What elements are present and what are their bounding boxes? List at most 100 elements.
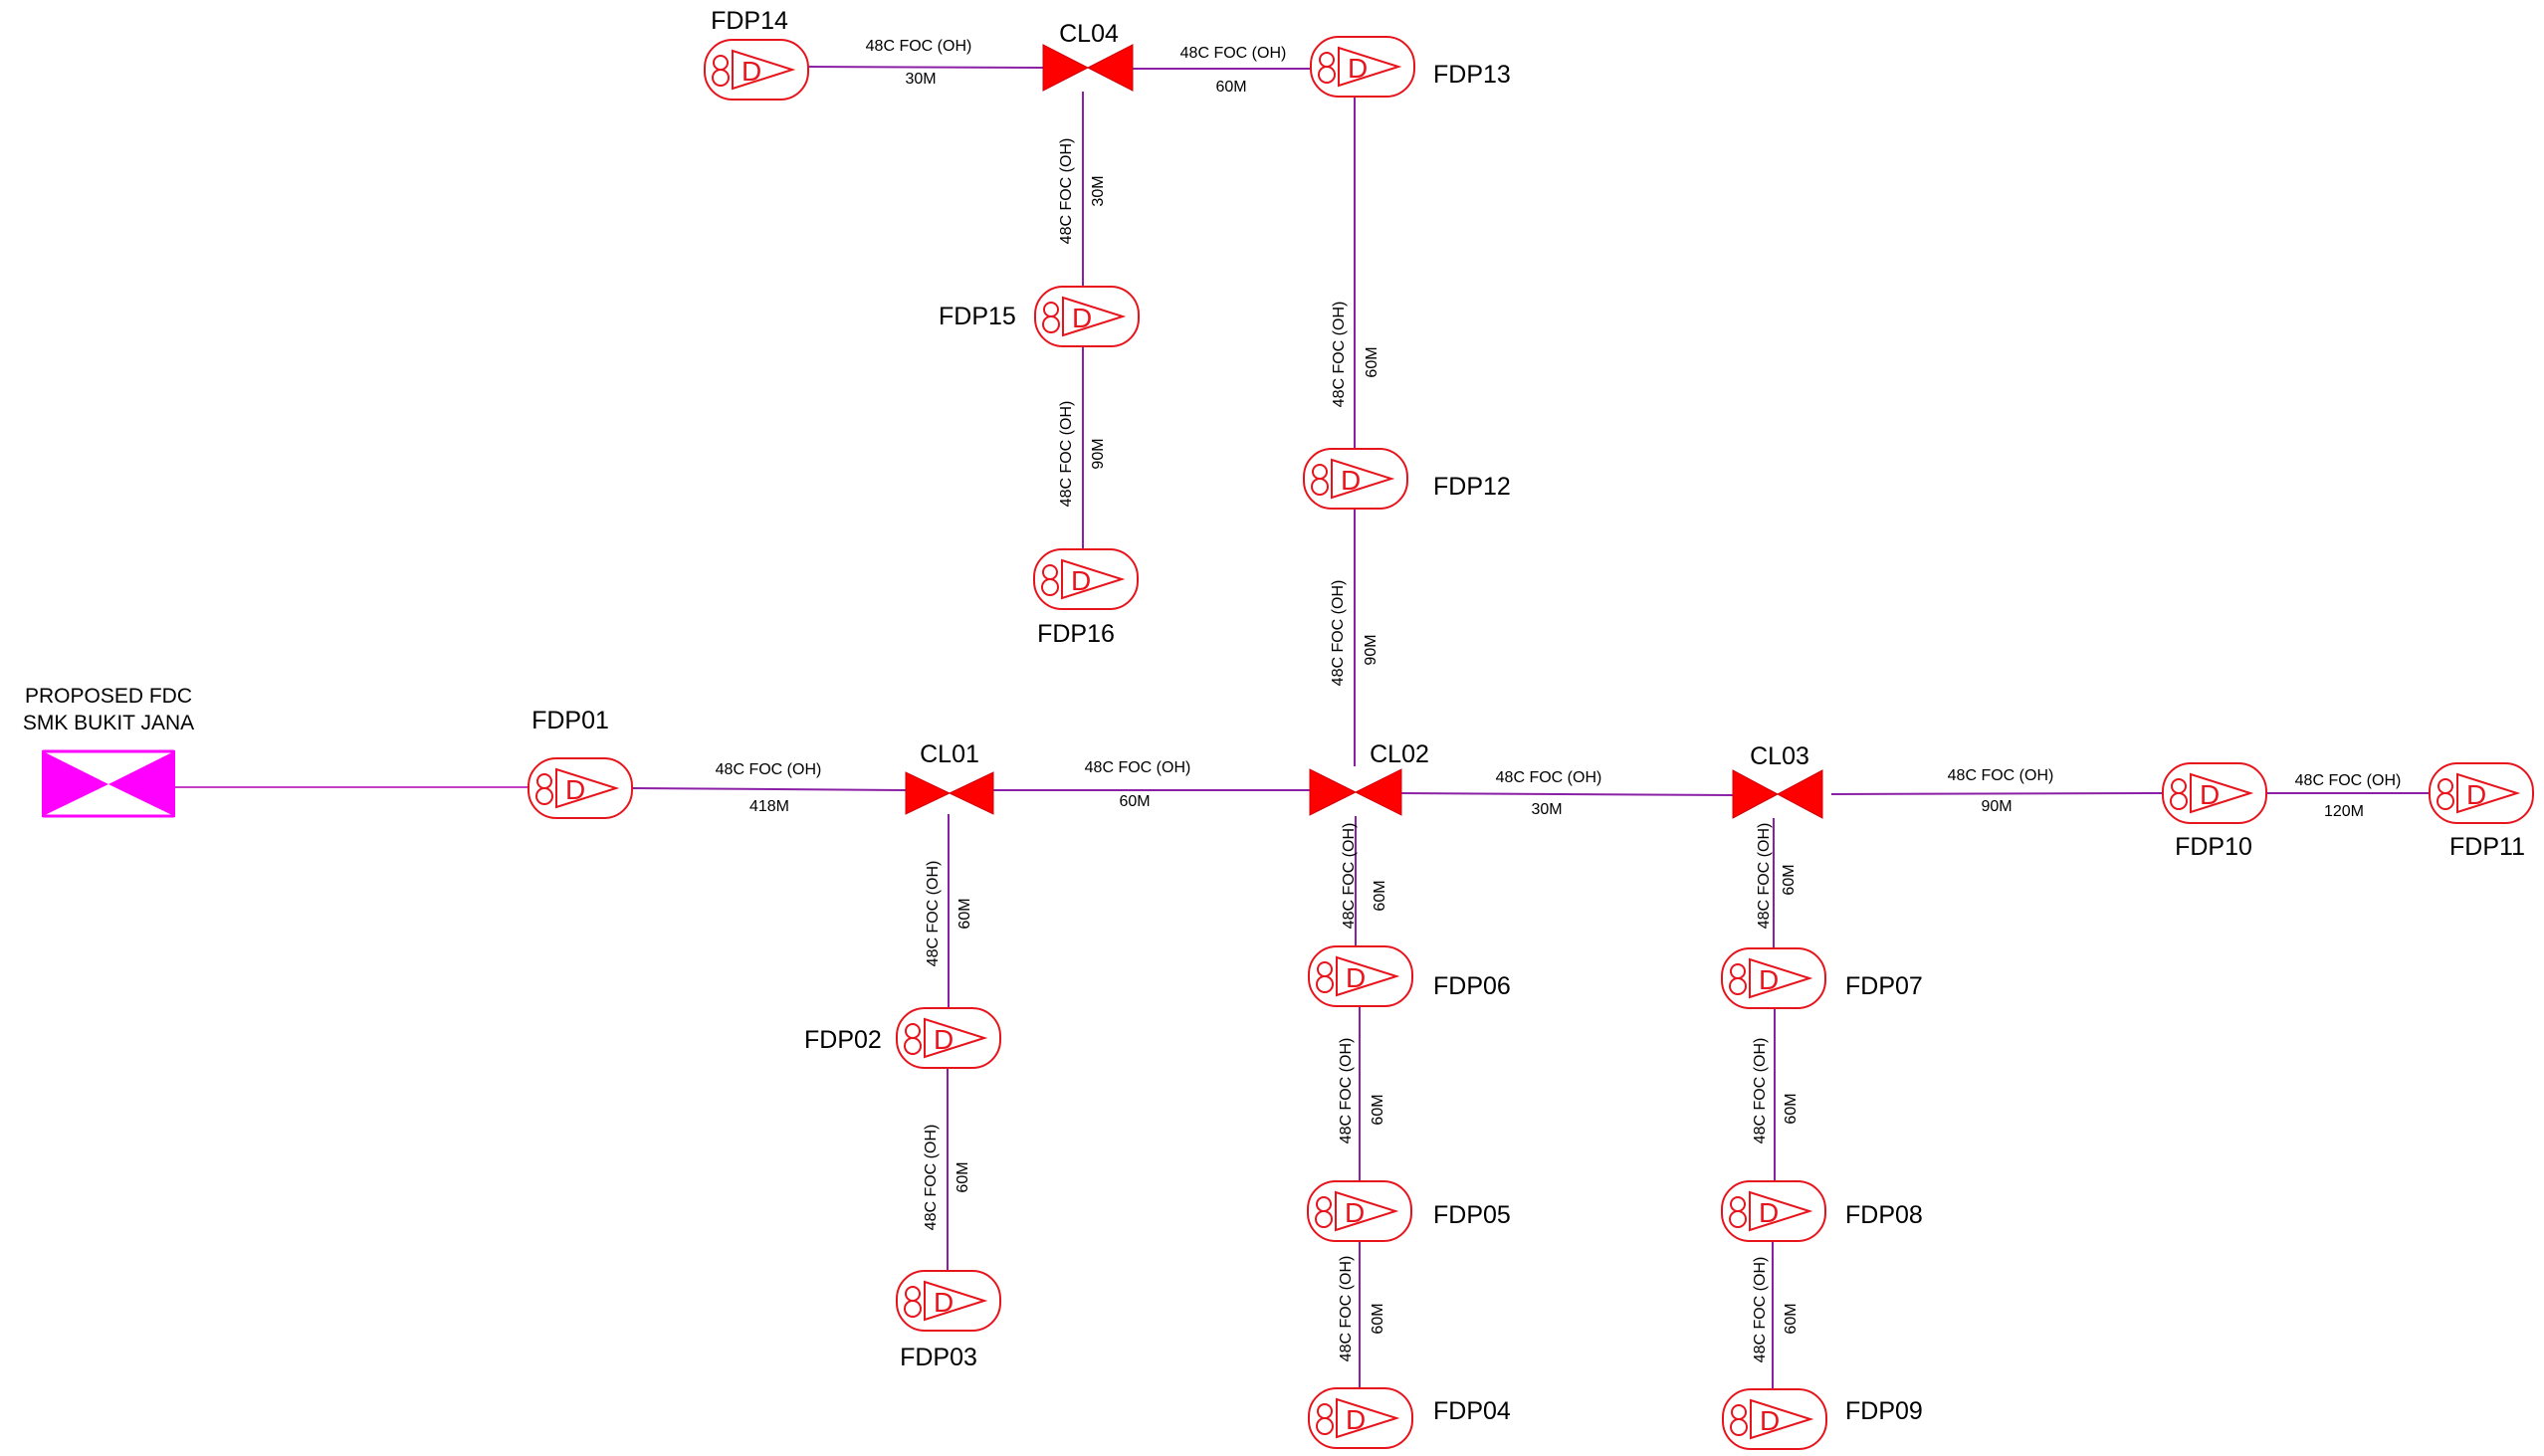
fdp-distribution-point-icon <box>2429 762 2534 824</box>
fdc-label-line1: PROPOSED FDC <box>25 685 192 708</box>
fdp-label: FDP16 <box>1037 620 1115 648</box>
cable-length-label: 60M <box>1370 1094 1386 1125</box>
closure-label: CL02 <box>1370 740 1429 768</box>
fdp-label: FDP06 <box>1433 972 1511 1000</box>
cable-type-label: 48C FOC (OH) <box>923 1125 940 1231</box>
fdp-node-fdp10[interactable]: FDP10 <box>2162 762 2267 861</box>
cable-type-label: 48C FOC (OH) <box>716 761 822 778</box>
closure-cl02[interactable]: CL02 <box>1309 740 1429 816</box>
closure-cl03[interactable]: CL03 <box>1732 742 1823 819</box>
cable-length-label: 60M <box>1783 1303 1800 1334</box>
fdc-label-line2: SMK BUKIT JANA <box>23 712 194 734</box>
fdp-node-fdp16[interactable]: FDP16 <box>1033 548 1139 648</box>
fdp-distribution-point-icon <box>1722 1388 1827 1450</box>
fdp-distribution-point-icon <box>1033 548 1139 610</box>
cable-length-label: 90M <box>1090 438 1107 469</box>
fdp-distribution-point-icon <box>704 39 809 101</box>
fdp-distribution-point-icon <box>1721 947 1826 1009</box>
cable-length-label: 90M <box>1363 634 1379 665</box>
closure-cl04[interactable]: CL04 <box>1042 20 1134 92</box>
bowtie-closure-icon <box>905 771 994 815</box>
fdc-cabinet-icon <box>42 749 175 818</box>
cable-length-label: 60M <box>1783 1093 1800 1124</box>
fdp-node-fdp06[interactable]: FDP06 <box>1308 945 1511 1007</box>
cable-type-label: 48C FOC (OH) <box>1338 1038 1355 1144</box>
fdp-label: FDP14 <box>711 7 788 35</box>
cable-length-label: 60M <box>1781 864 1798 895</box>
closure-label: CL01 <box>920 740 979 768</box>
bowtie-closure-icon <box>1309 768 1402 816</box>
fdp-label: FDP15 <box>939 303 1016 330</box>
cable-length-label: 30M <box>1090 175 1107 206</box>
fdp-node-fdp08[interactable]: FDP08 <box>1721 1180 1923 1242</box>
fdp-node-fdp01[interactable]: FDP01 <box>528 707 633 819</box>
cable-labels: 48C FOC (OH) 418M 48C FOC (OH) 60M 48C F… <box>716 38 2402 1362</box>
cable-length-label: 60M <box>1364 346 1380 377</box>
cable-type-label: 48C FOC (OH) <box>1948 767 2054 784</box>
fdp-node-fdp04[interactable]: FDP04 <box>1308 1387 1511 1449</box>
cable-type-label: 48C FOC (OH) <box>1341 823 1358 930</box>
cable-type-label: 48C FOC (OH) <box>1085 759 1191 776</box>
fdp-label: FDP02 <box>804 1026 882 1054</box>
cable-type-label: 48C FOC (OH) <box>866 38 972 55</box>
fdp-node-fdp02[interactable]: FDP02 <box>804 1007 1001 1069</box>
cable-length-label: 90M <box>1981 798 2012 815</box>
cable-length-label: 30M <box>905 71 936 88</box>
cable-type-label: 48C FOC (OH) <box>1058 138 1075 245</box>
fdp-label: FDP12 <box>1433 473 1511 501</box>
cable-length-label: 418M <box>749 798 789 815</box>
closure-label: CL03 <box>1750 742 1809 770</box>
cable-length-label: 60M <box>954 1161 971 1192</box>
cable-cl02-cl03 <box>1398 792 1735 796</box>
fdp-node-fdp12[interactable]: FDP12 <box>1303 448 1511 510</box>
cable-type-label: 48C FOC (OH) <box>1752 1038 1769 1144</box>
fdp-label: FDP13 <box>1433 61 1511 89</box>
cable-type-label: 48C FOC (OH) <box>1752 1257 1769 1363</box>
cable-type-label: 48C FOC (OH) <box>925 861 942 967</box>
fdp-distribution-point-icon <box>896 1007 1001 1069</box>
cable-length-label: 120M <box>2324 803 2364 820</box>
fdp-node-fdp14[interactable]: FDP14 <box>704 7 809 101</box>
cable-lines <box>174 66 2429 1390</box>
bowtie-closure-icon <box>1732 769 1823 819</box>
cable-type-label: 48C FOC (OH) <box>1338 1256 1355 1362</box>
cable-length-label: 60M <box>956 898 973 929</box>
fdp-node-fdp07[interactable]: FDP07 <box>1721 947 1923 1009</box>
fdp-distribution-point-icon <box>896 1270 1001 1332</box>
fdp-label: FDP11 <box>2449 833 2525 861</box>
fdp-label: FDP01 <box>531 707 609 734</box>
cable-type-label: 48C FOC (OH) <box>2295 772 2402 789</box>
fdp-distribution-point-icon <box>1310 36 1415 98</box>
fdp-distribution-point-icon <box>528 757 633 819</box>
closure-cl01[interactable]: CL01 <box>905 740 994 815</box>
fdp-distribution-point-icon <box>2162 762 2267 824</box>
fdp-node-fdp15[interactable]: FDP15 <box>939 286 1140 347</box>
cable-length-label: 60M <box>1215 79 1246 96</box>
bowtie-closure-icon <box>1042 44 1134 92</box>
fdp-node-fdp09[interactable]: FDP09 <box>1722 1388 1923 1450</box>
cable-type-label: 48C FOC (OH) <box>1180 45 1287 62</box>
cable-fdp01-cl01 <box>632 787 909 791</box>
fdp-node-fdp11[interactable]: FDP11 <box>2429 762 2534 861</box>
fdp-label: FDP08 <box>1845 1201 1923 1229</box>
fdp-distribution-point-icon <box>1034 286 1140 347</box>
cable-length-label: 30M <box>1531 801 1562 818</box>
fdp-label: FDP03 <box>900 1344 977 1371</box>
fdp-node-fdp05[interactable]: FDP05 <box>1307 1180 1511 1242</box>
fdp-label: FDP04 <box>1433 1397 1511 1425</box>
fdp-label: FDP09 <box>1845 1397 1923 1425</box>
cable-cl03-fdp10 <box>1830 792 2163 795</box>
cable-length-label: 60M <box>1372 880 1388 911</box>
fdp-label: FDP05 <box>1433 1201 1511 1229</box>
fdp-distribution-point-icon <box>1307 1180 1412 1242</box>
fdp-label: FDP07 <box>1845 972 1923 1000</box>
fdp-node-fdp13[interactable]: FDP13 <box>1310 36 1511 98</box>
cable-type-label: 48C FOC (OH) <box>1331 302 1348 408</box>
fdc-cabinet[interactable]: PROPOSED FDC SMK BUKIT JANA <box>23 685 194 818</box>
cable-type-label: 48C FOC (OH) <box>1496 769 1602 786</box>
cable-type-label: 48C FOC (OH) <box>1058 401 1075 508</box>
cable-type-label: 48C FOC (OH) <box>1330 580 1347 687</box>
fdp-node-fdp03[interactable]: FDP03 <box>896 1270 1001 1371</box>
cable-length-label: 60M <box>1119 793 1150 810</box>
